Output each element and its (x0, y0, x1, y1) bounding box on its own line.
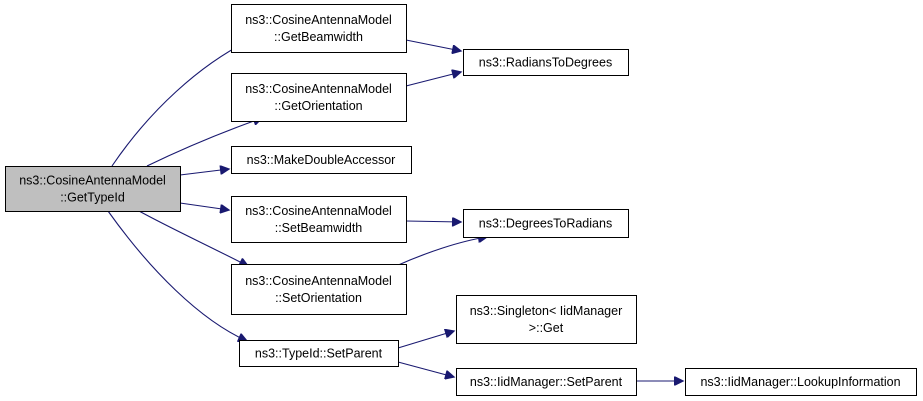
node-label-iidsetparent-line-0: ns3::IidManager::SetParent (470, 375, 623, 389)
node-label-setbeam-line-1: ::SetBeamwidth (275, 221, 363, 235)
edge-getorient-to-rad2deg (405, 72, 461, 87)
node-iidsetparent[interactable]: ns3::IidManager::SetParent (456, 368, 637, 396)
node-root[interactable]: ns3::CosineAntennaModel::GetTypeId (5, 166, 181, 212)
node-label-rad2deg-line-0: ns3::RadiansToDegrees (479, 56, 612, 70)
node-label-makedouble-line-0: ns3::MakeDoubleAccessor (247, 153, 396, 167)
node-makedouble[interactable]: ns3::MakeDoubleAccessor (231, 146, 412, 174)
edge-getbeam-to-rad2deg (405, 39, 461, 51)
node-label-singleton-line-1: >::Get (529, 321, 564, 335)
edge-setorient-to-deg2rad (395, 237, 487, 267)
node-setbeam[interactable]: ns3::CosineAntennaModel::SetBeamwidth (231, 196, 407, 243)
node-label-deg2rad-line-0: ns3::DegreesToRadians (479, 217, 612, 231)
edge-setparent-to-iidsetparent (397, 361, 454, 377)
node-deg2rad[interactable]: ns3::DegreesToRadians (463, 209, 629, 238)
node-setparent[interactable]: ns3::TypeId::SetParent (239, 340, 399, 367)
node-box-getorient (231, 73, 407, 122)
node-label-lookup-line-0: ns3::IidManager::LookupInformation (700, 375, 900, 389)
edge-root-to-getorient (146, 118, 262, 167)
node-rad2deg[interactable]: ns3::RadiansToDegrees (463, 49, 629, 76)
edge-root-to-getbeam (111, 41, 248, 167)
node-box-deg2rad (463, 209, 629, 238)
edge-root-to-setbeam (179, 202, 229, 210)
node-box-setorient (231, 264, 407, 315)
edge-root-to-makedouble (179, 169, 229, 176)
node-label-getorient-line-0: ns3::CosineAntennaModel (245, 82, 392, 96)
node-box-iidsetparent (456, 368, 637, 396)
node-setorient[interactable]: ns3::CosineAntennaModel::SetOrientation (231, 264, 407, 315)
node-box-lookup (685, 368, 917, 396)
node-label-setorient-line-1: ::SetOrientation (275, 291, 362, 305)
node-box-rad2deg (463, 49, 629, 76)
node-getorient[interactable]: ns3::CosineAntennaModel::GetOrientation (231, 73, 407, 122)
node-singleton[interactable]: ns3::Singleton< IidManager>::Get (456, 295, 637, 344)
node-lookup[interactable]: ns3::IidManager::LookupInformation (685, 368, 917, 396)
node-label-root-line-1: ::GetTypeId (60, 191, 125, 205)
node-label-getbeam-line-0: ns3::CosineAntennaModel (245, 13, 392, 27)
edges-layer (107, 39, 683, 381)
node-box-setbeam (231, 196, 407, 243)
node-box-setparent (239, 340, 399, 367)
edge-root-to-setparent (107, 210, 247, 341)
edge-setbeam-to-deg2rad (405, 221, 461, 222)
node-box-singleton (456, 295, 637, 344)
node-box-makedouble (231, 146, 412, 174)
node-label-setbeam-line-0: ns3::CosineAntennaModel (245, 204, 392, 218)
node-label-getorient-line-1: ::GetOrientation (274, 99, 362, 113)
node-box-root (5, 166, 181, 212)
node-getbeam[interactable]: ns3::CosineAntennaModel::GetBeamwidth (231, 4, 407, 53)
node-label-singleton-line-0: ns3::Singleton< IidManager (470, 304, 623, 318)
edge-setparent-to-singleton (397, 331, 454, 349)
node-label-root-line-0: ns3::CosineAntennaModel (19, 174, 166, 188)
edge-root-to-setorient (138, 210, 248, 266)
node-label-getbeam-line-1: ::GetBeamwidth (274, 30, 363, 44)
node-label-setorient-line-0: ns3::CosineAntennaModel (245, 274, 392, 288)
node-label-setparent-line-0: ns3::TypeId::SetParent (255, 347, 383, 361)
node-box-getbeam (231, 4, 407, 53)
nodes-layer: ns3::CosineAntennaModel::GetTypeIdns3::C… (5, 4, 917, 396)
